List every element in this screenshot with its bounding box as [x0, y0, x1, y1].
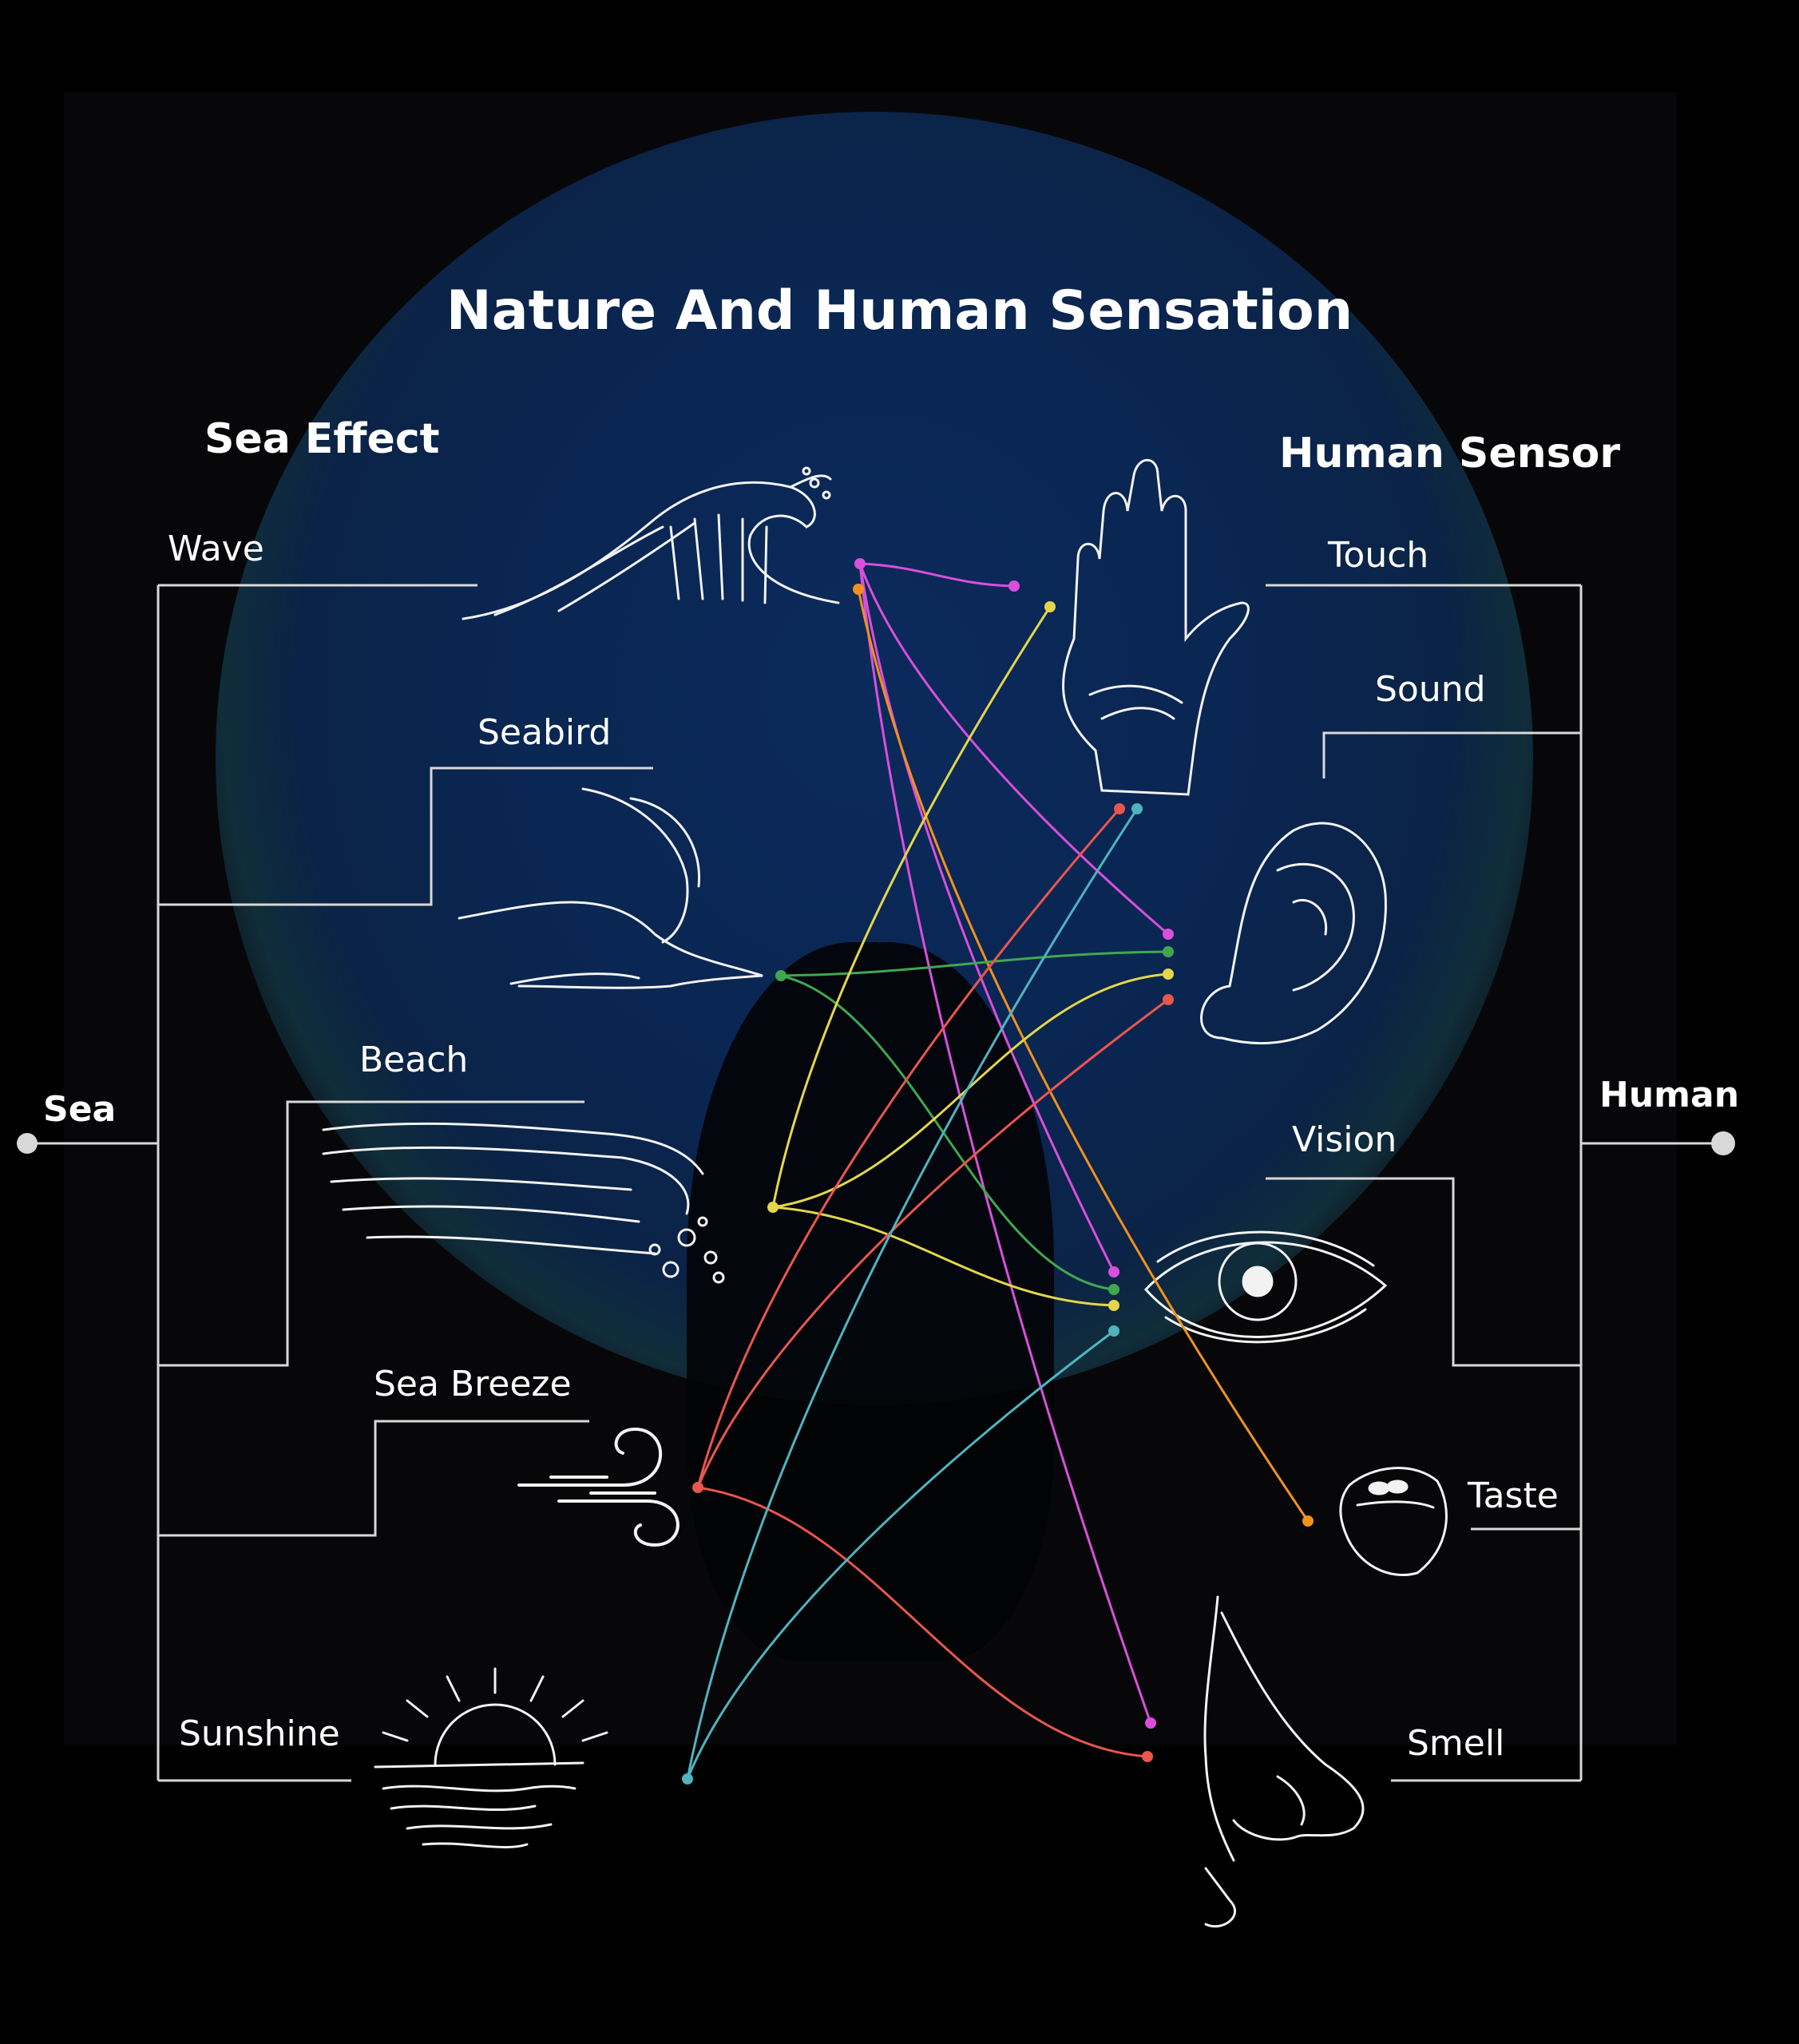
connection-wave-to-touch	[859, 562, 1015, 588]
item-label-taste: Taste	[1468, 1476, 1559, 1516]
wind-icon	[517, 1427, 680, 1547]
nose-icon	[1203, 1595, 1365, 1928]
seabird-icon	[458, 787, 763, 989]
item-label-sea-breeze: Sea Breeze	[374, 1364, 572, 1404]
target-node-vision-from-beach	[1108, 1300, 1119, 1311]
branch-vision	[1266, 1177, 1581, 1367]
item-label-wave: Wave	[168, 529, 264, 569]
wave-icon	[462, 466, 840, 620]
target-node-touch-from-beach	[1044, 601, 1056, 612]
connection-seabird-to-vision	[780, 974, 1115, 1291]
connection-sea_breeze-to-touch	[696, 808, 1121, 1488]
connection-beach-to-touch	[771, 606, 1052, 1208]
connection-wave-to-taste	[857, 588, 1310, 1522]
connection-wave-to-sound	[858, 563, 1169, 936]
branch-sound	[1322, 731, 1581, 778]
target-node-vision-from-sunshine	[1108, 1325, 1119, 1337]
branch-beach	[158, 1100, 584, 1367]
target-node-smell-from-wave	[1145, 1717, 1156, 1729]
ear-icon	[1200, 822, 1387, 1045]
connection-beach-to-vision	[772, 1206, 1115, 1307]
target-node-vision-from-seabird	[1108, 1284, 1119, 1295]
hand-icon	[1062, 458, 1250, 796]
connection-sea_breeze-to-smell	[697, 1486, 1148, 1758]
target-node-sound-from-sea_breeze	[1163, 994, 1174, 1005]
eye-icon	[1143, 1230, 1388, 1344]
item-label-sunshine: Sunshine	[179, 1713, 340, 1754]
target-node-touch-from-sunshine	[1131, 803, 1143, 814]
item-label-sound: Sound	[1375, 669, 1486, 710]
root-label-human: Human	[1599, 1075, 1740, 1115]
branch-sea-breeze	[158, 1420, 589, 1537]
source-node-wave	[853, 584, 864, 595]
item-label-vision: Vision	[1292, 1119, 1397, 1160]
sunrise-icon	[374, 1667, 608, 1849]
connection-wave-to-vision	[858, 563, 1115, 1273]
mouth-icon	[1339, 1467, 1448, 1577]
target-node-sound-from-beach	[1163, 969, 1174, 980]
target-node-sound-from-wave	[1163, 929, 1174, 940]
branch-seabird	[158, 766, 653, 906]
right-group-heading: Human Sensor	[1279, 430, 1620, 477]
connection-sea_breeze-to-sound	[696, 998, 1169, 1488]
connection-wave-to-smell	[858, 563, 1152, 1724]
item-label-smell: Smell	[1407, 1723, 1505, 1764]
connection-sunshine-to-vision	[686, 1329, 1115, 1780]
left-group-heading: Sea Effect	[204, 415, 440, 463]
connection-seabird-to-sound	[780, 950, 1169, 977]
target-node-touch-from-wave	[1008, 580, 1020, 592]
item-label-beach: Beach	[359, 1040, 469, 1080]
target-node-smell-from-sea_breeze	[1142, 1751, 1153, 1762]
page-title: Nature And Human Sensation	[446, 279, 1353, 343]
human-root-node	[1711, 1131, 1735, 1155]
sea-root-node	[17, 1133, 38, 1154]
item-label-touch: Touch	[1328, 535, 1429, 576]
target-node-vision-from-wave	[1108, 1266, 1119, 1278]
target-node-touch-from-sea_breeze	[1114, 803, 1125, 814]
root-label-sea: Sea	[43, 1089, 117, 1130]
item-label-seabird: Seabird	[477, 712, 612, 753]
beach-icon	[322, 1122, 725, 1284]
person-silhouette	[687, 942, 1054, 1661]
target-node-sound-from-seabird	[1163, 946, 1174, 957]
target-node-taste-from-wave	[1302, 1515, 1314, 1527]
connection-sunshine-to-touch	[686, 808, 1139, 1780]
